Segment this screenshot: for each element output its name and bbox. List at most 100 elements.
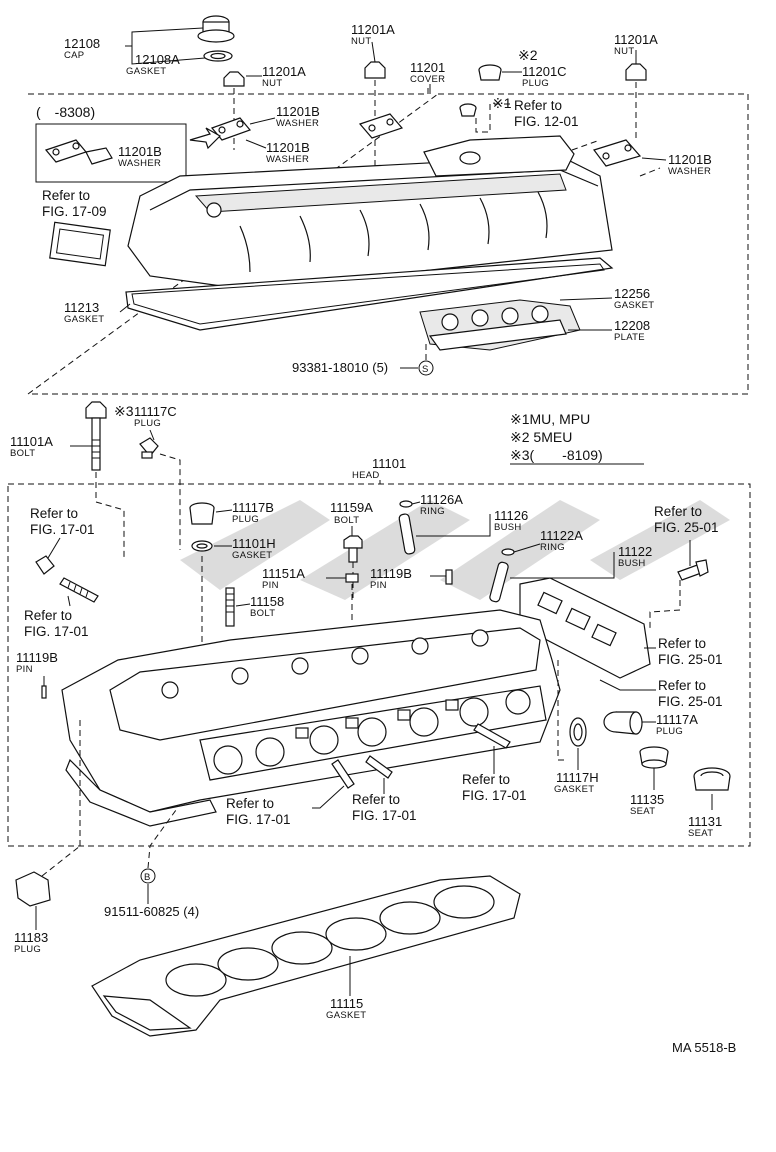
part-number-12208: 12208 xyxy=(614,318,650,333)
washer-11201B-inset xyxy=(44,139,113,165)
pin-11151A xyxy=(345,573,359,583)
part-name-nut-left: NUT xyxy=(262,78,282,89)
plate-12208 xyxy=(419,299,581,351)
part-name-gasket-11101H: GASKET xyxy=(232,550,272,561)
head-gasket-11115 xyxy=(91,875,521,1037)
ref-17-01-b-line1: Refer to xyxy=(24,608,72,623)
ring-11126A xyxy=(399,500,413,508)
seat-11131 xyxy=(693,767,731,791)
circle-mark-b: B xyxy=(144,872,151,883)
part-name-washer-a: WASHER xyxy=(276,118,319,129)
part-number-11126A: 11126A xyxy=(420,492,463,507)
part-name-plug-11183: PLUG xyxy=(14,944,41,955)
inset-range-label: ( -8308) xyxy=(36,104,95,120)
head-group-frame xyxy=(7,483,751,847)
part-number-11101: 11101 xyxy=(372,456,406,471)
ref-12-01-line2: FIG. 12-01 xyxy=(514,114,579,129)
figure-code: MA 5518-B xyxy=(672,1040,736,1055)
part-number-11122: 11122 xyxy=(618,544,652,559)
valve-cover xyxy=(127,135,613,291)
ref-17-09-line2: FIG. 17-09 xyxy=(42,204,107,219)
part-number-11119B-mid: 11119B xyxy=(370,566,412,581)
part-number-11135: 11135 xyxy=(630,792,664,807)
ref-17-01-a-line2: FIG. 17-01 xyxy=(30,522,95,537)
part-number-11201A-left: 11201A xyxy=(262,64,306,79)
part-number-11101A: 11101A xyxy=(10,434,53,449)
part-number-11201B-b: 11201B xyxy=(266,140,310,155)
part-number-11117B: 11117B xyxy=(232,500,274,515)
ring-11122A xyxy=(501,548,515,556)
plug-11117A xyxy=(603,711,643,735)
part-name-head: HEAD xyxy=(352,470,380,481)
ref-25-01-a-line2: FIG. 25-01 xyxy=(654,520,719,535)
bush-11122 xyxy=(489,561,509,603)
part-number-11201B-inset: 11201B xyxy=(118,144,162,159)
part-name-washer-inset: WASHER xyxy=(118,158,161,169)
part-number-11117A: 11117A xyxy=(656,712,698,727)
part-name-bush-11126: BUSH xyxy=(494,522,522,533)
ref-25-01-c-line2: FIG. 25-01 xyxy=(658,694,723,709)
part-name-plug-cover: PLUG xyxy=(522,78,549,89)
ref-25-01-b-line2: FIG. 25-01 xyxy=(658,652,723,667)
part-name-bolt-11159A: BOLT xyxy=(334,515,359,526)
note-1: ※1MU, MPU xyxy=(510,411,590,427)
part-number-11158: 11158 xyxy=(250,594,284,609)
cylinder-head xyxy=(61,609,561,827)
part-number-12108: 12108 xyxy=(64,36,100,51)
part-number-11201A-top: 11201A xyxy=(351,22,395,37)
part-name-seat-11131: SEAT xyxy=(688,828,713,839)
inset-box xyxy=(35,123,187,183)
bush-11126 xyxy=(398,513,416,555)
part-number-93381: 93381-18010 (5) xyxy=(292,360,388,375)
screw-mark-s xyxy=(418,360,434,376)
ref-25-01-c-line1: Refer to xyxy=(658,678,706,693)
part-name-seat-11135: SEAT xyxy=(630,806,655,817)
part-name-ring-11122A: RING xyxy=(540,542,565,553)
small-gasket-icon xyxy=(49,221,111,267)
part-name-pin-11151A: PIN xyxy=(262,580,279,591)
washer-11201B-mid xyxy=(358,113,404,139)
pin-11119B-mid xyxy=(445,569,453,585)
part-number-11183: 11183 xyxy=(14,930,48,945)
circle-mark-s: S xyxy=(422,364,429,375)
ref-17-01-d-line1: Refer to xyxy=(352,792,400,807)
cover-group-frame xyxy=(26,88,749,395)
part-number-12108A: 12108A xyxy=(135,52,180,67)
nut-icon xyxy=(223,61,647,87)
part-name-washer-b: WASHER xyxy=(266,154,309,165)
note-3: ※3( -8109) xyxy=(510,447,603,463)
part-number-11117H: 11117H xyxy=(556,770,599,785)
pin-11119B-left xyxy=(41,685,47,699)
part-number-11122A: 11122A xyxy=(540,528,583,543)
part-name-gasket-12256: GASKET xyxy=(614,300,654,311)
stud-icon-c xyxy=(473,723,511,749)
part-name-bolt-11158: BOLT xyxy=(250,608,275,619)
note-2: ※2 5MEU xyxy=(510,429,572,445)
part-number-11213: 11213 xyxy=(64,300,99,315)
ref-17-01-c-line1: Refer to xyxy=(226,796,274,811)
ref-17-09-line1: Refer to xyxy=(42,188,90,203)
bolt-mark-b xyxy=(140,868,156,884)
plug-11117C xyxy=(139,437,159,459)
ref-17-01-e-line1: Refer to xyxy=(462,772,510,787)
part-name-plug-11117B: PLUG xyxy=(232,514,259,525)
part-name-gasket-11117H: GASKET xyxy=(554,784,594,795)
part-name-pin-11119B-left: PIN xyxy=(16,664,33,675)
part-number-11201A-right: 11201A xyxy=(614,32,658,47)
part-number-11201B-right: 11201B xyxy=(668,152,712,167)
ref-17-01-c-line2: FIG. 17-01 xyxy=(226,812,291,827)
part-name-cover: COVER xyxy=(410,74,445,85)
part-number-11159A: 11159A xyxy=(330,500,373,515)
part-number-11117C: 11117C xyxy=(134,404,177,419)
cap-12108 xyxy=(197,15,235,62)
part-name-ring-11126A: RING xyxy=(420,506,445,517)
part-number-11201B-a: 11201B xyxy=(276,104,320,119)
part-name-plate: PLATE xyxy=(614,332,645,343)
part-name-nut-right: NUT xyxy=(614,46,634,57)
part-name-pin-11119B-mid: PIN xyxy=(370,580,387,591)
star3-mark: ※3 xyxy=(114,403,134,419)
star1-mark: ※1 xyxy=(492,95,512,111)
stud-icon-b xyxy=(365,755,393,779)
part-name-plug-11117A: PLUG xyxy=(656,726,683,737)
